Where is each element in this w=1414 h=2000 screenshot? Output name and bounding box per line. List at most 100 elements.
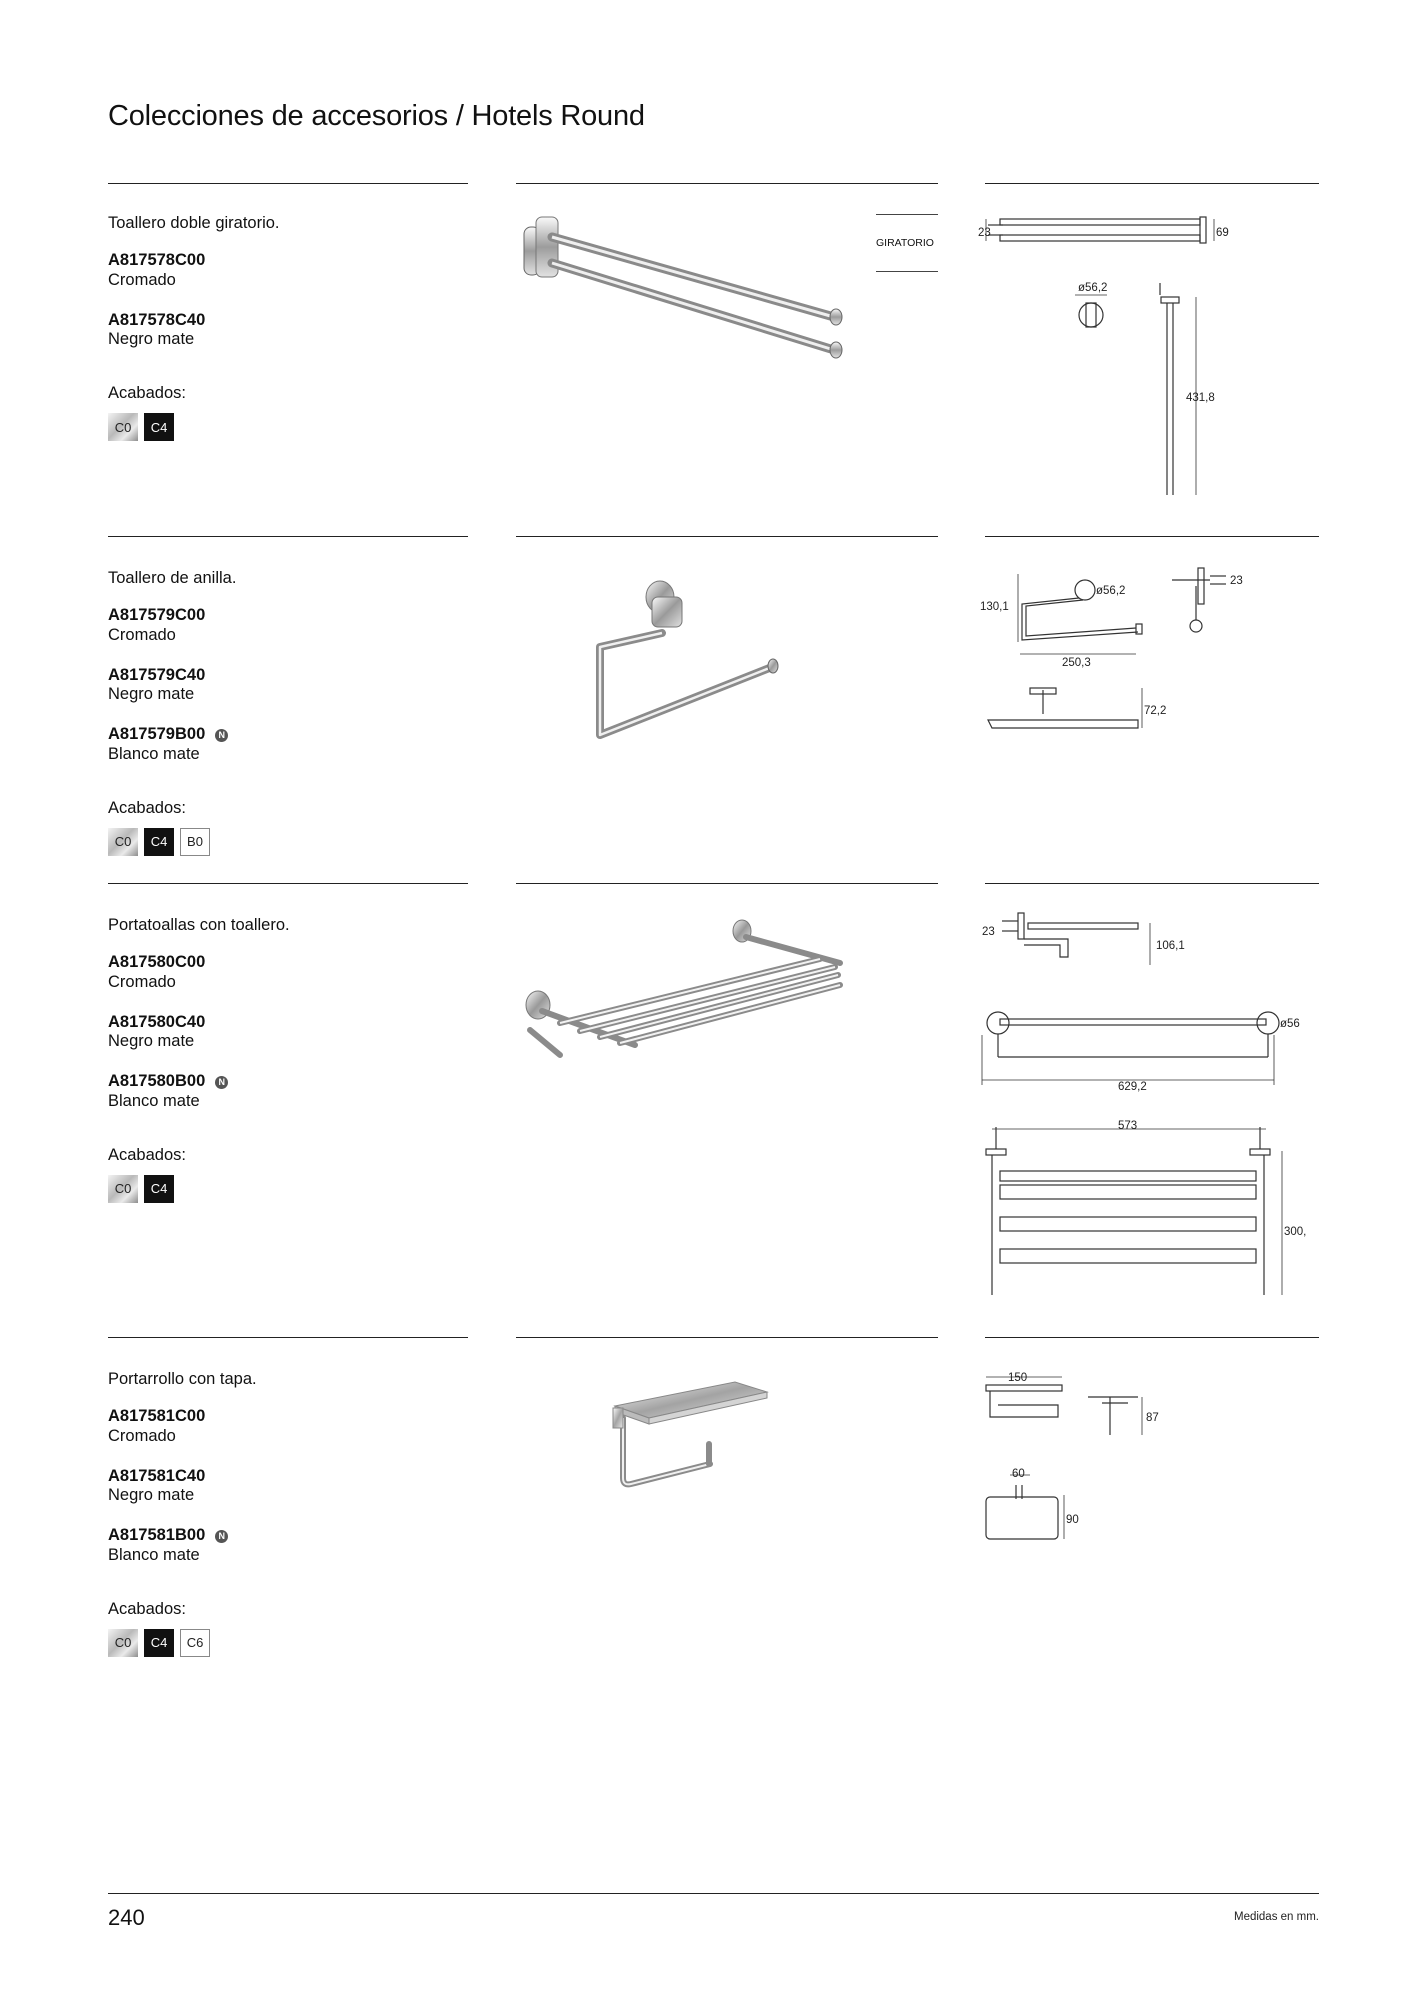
- variant-item: A817581C00 Cromado: [108, 1407, 468, 1447]
- swatch-black: C4: [144, 1174, 174, 1203]
- section-divider: [985, 883, 1319, 884]
- swatch-white: C6: [180, 1628, 210, 1657]
- product-description: Portarrollo con tapa.: [108, 1370, 257, 1388]
- variant-item: A817578C40 Negro mate: [108, 311, 468, 351]
- finish-name: Negro mate: [108, 685, 195, 704]
- product-code: A817580C00: [108, 953, 206, 971]
- product-code: A817579C00: [108, 606, 206, 624]
- section-divider: [985, 1337, 1319, 1338]
- section-divider: [108, 883, 468, 884]
- finishes-label: Acabados:: [108, 1145, 186, 1164]
- product-code: A817579C40: [108, 665, 206, 684]
- finishes-label: Acabados:: [108, 1599, 186, 1618]
- product-info: Portatoallas con toallero. A817580C00 Cr…: [108, 916, 468, 1203]
- section-divider: [108, 536, 468, 537]
- finish-name: Cromado: [108, 972, 176, 991]
- page-number: 240: [108, 1905, 145, 1930]
- dimension-label: 69: [1216, 227, 1229, 239]
- dimension-label: 106,1: [1156, 940, 1185, 952]
- footer-divider: [108, 1893, 1319, 1894]
- product-code: A817581C00: [108, 1407, 206, 1425]
- product-photo-double-towel-bar: [523, 216, 843, 359]
- variant-item: A817580C00 Cromado: [108, 953, 468, 993]
- product-code: A817581C40: [108, 1466, 206, 1485]
- section-divider: [516, 536, 938, 537]
- product-photo-towel-ring: [596, 580, 779, 739]
- dimension-label: ø56,2: [1096, 585, 1125, 597]
- swatch-white: B0: [180, 827, 210, 856]
- variant-item: A817578C00 Cromado: [108, 251, 468, 291]
- swatch-black: C4: [144, 827, 174, 856]
- variant-item: A817580C40 Negro mate: [108, 1013, 468, 1053]
- variant-item: A817581C40 Negro mate: [108, 1467, 468, 1507]
- dimension-label: 60: [1012, 1468, 1025, 1480]
- swatch-black: C4: [144, 1628, 174, 1657]
- swatch-black: C4: [144, 413, 174, 442]
- finish-name: Cromado: [108, 270, 176, 289]
- product-description: Toallero doble giratorio.: [108, 214, 280, 232]
- finish-name: Cromado: [108, 625, 176, 644]
- dimension-label: 23: [982, 926, 995, 938]
- technical-drawing-2: 130,1 ø56,2 250,3 23 72,2: [980, 567, 1243, 729]
- finish-name: Blanco mate: [108, 744, 200, 763]
- technical-drawing-4: 150 87 60 90: [985, 1372, 1159, 1540]
- new-badge-icon: N: [215, 728, 229, 742]
- new-badge-icon: N: [215, 1529, 229, 1543]
- section-divider: [516, 1337, 938, 1338]
- dimension-label: 250,3: [1062, 657, 1091, 669]
- section-divider: [516, 883, 938, 884]
- swatch-chrome: C0: [108, 1628, 138, 1657]
- dimension-label: 23: [1230, 575, 1243, 587]
- dimension-label: 431,8: [1186, 392, 1215, 404]
- dimension-label: 130,1: [980, 601, 1009, 613]
- finish-swatches: C0 C4 C6: [108, 1628, 468, 1657]
- dimension-label: 23: [978, 227, 991, 239]
- finish-name: Blanco mate: [108, 1545, 200, 1564]
- finish-name: Negro mate: [108, 1486, 195, 1505]
- page-title: Colecciones de accesorios / Hotels Round: [108, 100, 645, 132]
- finish-name: Negro mate: [108, 1032, 195, 1051]
- section-divider: [108, 1337, 468, 1338]
- product-code: A817578C00: [108, 251, 206, 269]
- section-divider: [516, 183, 938, 184]
- finish-name: Blanco mate: [108, 1091, 200, 1110]
- finish-swatches: C0 C4 B0: [108, 827, 468, 856]
- section-divider: [985, 183, 1319, 184]
- dimension-label: 90: [1066, 1514, 1079, 1526]
- section-divider: [108, 183, 468, 184]
- section-divider: [985, 536, 1319, 537]
- dimension-label: 72,2: [1144, 705, 1166, 717]
- new-badge-icon: N: [215, 1075, 229, 1089]
- dimension-label: 87: [1146, 1412, 1159, 1424]
- product-photo-toilet-roll-holder: [612, 1381, 769, 1488]
- product-info: Portarrollo con tapa. A817581C00 Cromado…: [108, 1370, 468, 1657]
- product-code: A817578C40: [108, 310, 206, 329]
- finishes-label: Acabados:: [108, 384, 186, 403]
- dimension-label: ø56,2: [1078, 282, 1107, 294]
- technical-drawing-3: 23 106,1 ø56 629,2 573 300,: [981, 912, 1306, 1295]
- product-photo-towel-shelf: [525, 919, 843, 1058]
- finish-swatches: C0 C4: [108, 413, 468, 442]
- finishes-label: Acabados:: [108, 798, 186, 817]
- finish-name: Negro mate: [108, 330, 195, 349]
- finish-name: Cromado: [108, 1426, 176, 1445]
- swatch-chrome: C0: [108, 1174, 138, 1203]
- swatch-chrome: C0: [108, 413, 138, 442]
- product-description: Portatoallas con toallero.: [108, 916, 290, 934]
- variant-item: A817579C40 Negro mate: [108, 666, 468, 706]
- dimension-label: 573: [1118, 1120, 1137, 1132]
- swatch-chrome: C0: [108, 827, 138, 856]
- product-info: Toallero de anilla. A817579C00 Cromado A…: [108, 569, 468, 856]
- finish-swatches: C0 C4: [108, 1174, 468, 1203]
- rotating-tag: GIRATORIO: [876, 214, 938, 272]
- product-description: Toallero de anilla.: [108, 569, 237, 587]
- technical-drawing-1: 23 69 ø56,2 431,8: [978, 216, 1229, 495]
- dimension-label: 150: [1008, 1372, 1027, 1384]
- product-code: A817580C40: [108, 1012, 206, 1031]
- dimension-label: 300,: [1284, 1226, 1306, 1238]
